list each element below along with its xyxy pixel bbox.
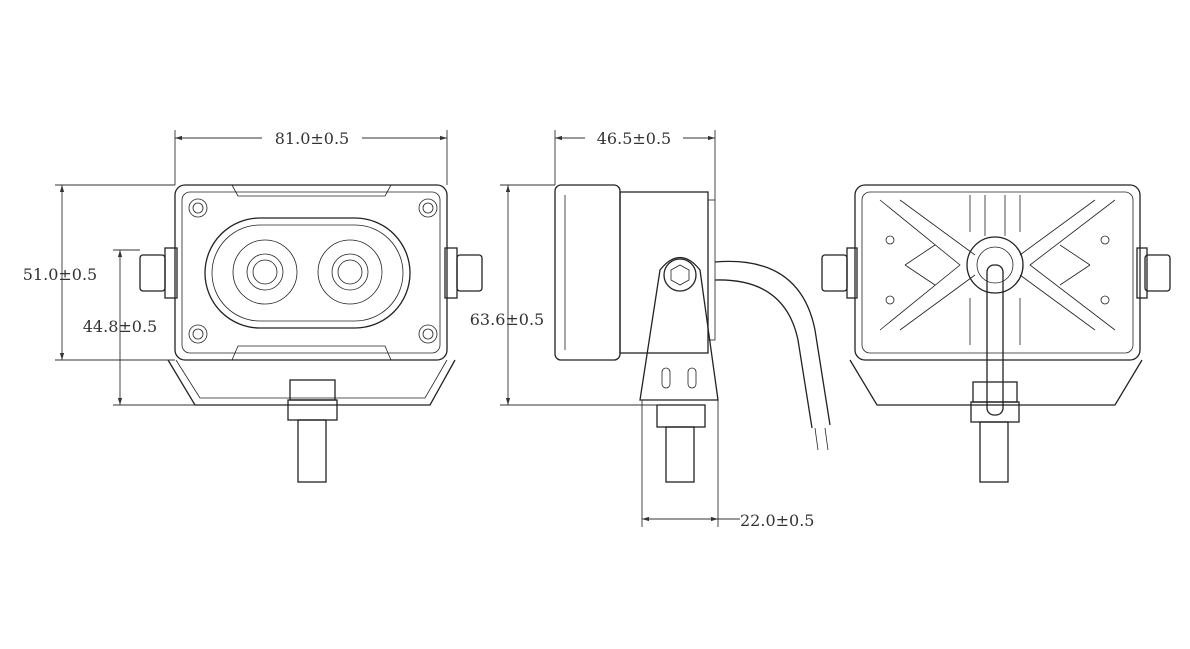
dimension-81: 81.0±0.5 xyxy=(174,128,448,185)
dimension-63-6: 63.6±0.5 xyxy=(470,184,657,406)
dimension-44-8: 44.8±0.5 xyxy=(83,249,195,406)
dim-label-front-height: 51.0±0.5 xyxy=(23,265,97,284)
dimension-51: 51.0±0.5 xyxy=(23,184,175,361)
dimension-22: 22.0±0.5 xyxy=(641,400,814,530)
side-view xyxy=(554,184,831,483)
rear-view xyxy=(821,184,1171,483)
dimension-46-5: 46.5±0.5 xyxy=(554,128,716,200)
dim-label-bracket-width: 22.0±0.5 xyxy=(740,511,814,530)
front-view xyxy=(139,184,483,483)
dim-label-front-width: 81.0±0.5 xyxy=(275,129,349,148)
dim-label-side-depth: 46.5±0.5 xyxy=(597,129,671,148)
dim-label-mount-height: 44.8±0.5 xyxy=(83,317,157,336)
dim-label-side-height: 63.6±0.5 xyxy=(470,310,544,329)
